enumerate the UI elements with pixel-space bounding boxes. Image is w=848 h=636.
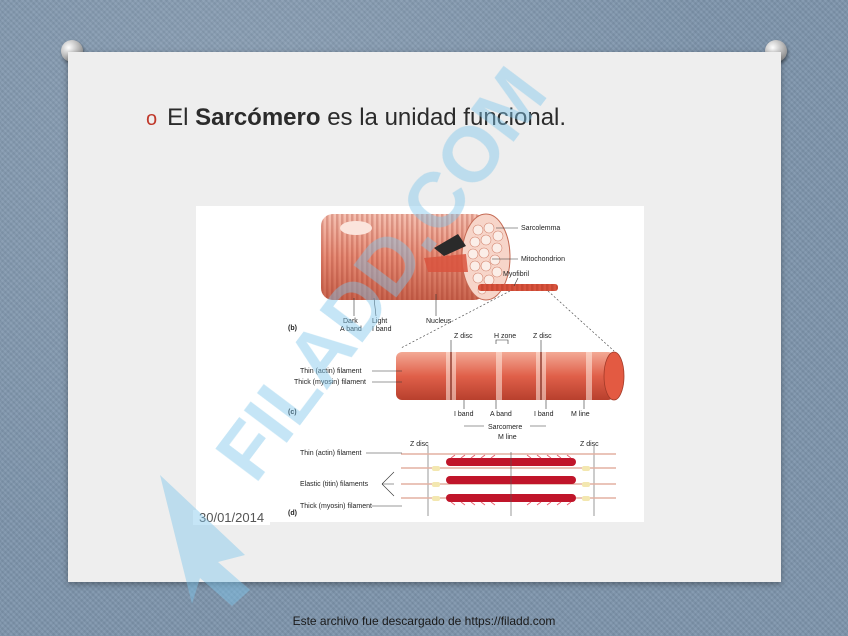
label-m-line-c: M line — [571, 411, 590, 418]
label-a-band-c: A band — [490, 411, 512, 418]
label-elastic-filaments: Elastic (titin) filaments — [300, 481, 369, 488]
label-m-line-d: M line — [498, 434, 517, 441]
label-i-band-1: I band — [454, 411, 474, 418]
bullet-text-bold: Sarcómero — [195, 104, 320, 131]
bullet-text-suffix: es la unidad funcional. — [321, 104, 567, 131]
slide-bullet: o El Sarcómero es la unidad funcional. — [146, 104, 566, 132]
label-a-band: A band — [340, 326, 362, 333]
label-thin-filament-d: Thin (actin) filament — [300, 450, 362, 457]
bullet-circle-icon: o — [146, 108, 157, 130]
slide-date: 30/01/2014 — [193, 510, 270, 525]
label-z-disc-d1: Z disc — [410, 441, 429, 448]
label-light: Light — [372, 318, 387, 325]
label-mitochondrion: Mitochondrion — [521, 256, 565, 263]
label-nucleus: Nucleus — [426, 318, 452, 325]
label-dark: Dark — [343, 318, 358, 325]
label-h-zone: H zone — [494, 333, 516, 340]
label-thin-filament-c: Thin (actin) filament — [300, 368, 362, 375]
label-z-disc-d2: Z disc — [580, 441, 599, 448]
label-myofibril: Myofibril — [503, 271, 530, 278]
sarcomere-diagram: Sarcolemma Mitochondrion Myofibril Dark … — [196, 206, 644, 522]
label-z-disc-2: Z disc — [533, 333, 552, 340]
label-thick-filament-d: Thick (myosin) filament — [300, 503, 372, 510]
label-panel-b: (b) — [288, 325, 297, 332]
label-panel-c: (c) — [288, 409, 297, 416]
sarcomere-filaments — [401, 446, 616, 516]
label-i-band-2: I band — [534, 411, 554, 418]
sarcomere-figure: Sarcolemma Mitochondrion Myofibril Dark … — [196, 206, 644, 522]
label-sarcomere: Sarcomere — [488, 424, 522, 431]
label-thick-filament-c: Thick (myosin) filament — [294, 379, 366, 386]
label-panel-d: (d) — [288, 510, 297, 517]
label-sarcolemma: Sarcolemma — [521, 225, 560, 232]
download-footer: Este archivo fue descargado de https://f… — [0, 614, 848, 628]
label-i-band: I band — [372, 326, 392, 333]
bullet-text-prefix: El — [167, 104, 195, 131]
myofibril-segment — [396, 352, 624, 400]
label-z-disc-1: Z disc — [454, 333, 473, 340]
